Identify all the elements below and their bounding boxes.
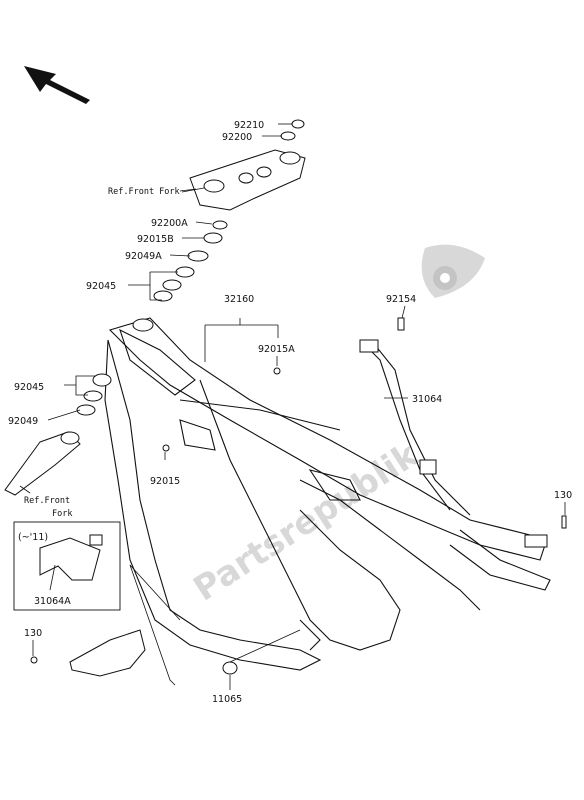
callout-130-right: 130 xyxy=(554,490,572,501)
bolts xyxy=(162,317,567,529)
leader-lines xyxy=(32,123,566,690)
callouts: 92210 92200 92200A 92015B 92049A 92045 3… xyxy=(8,120,572,705)
callout-92200: 92200 xyxy=(222,132,252,143)
direction-arrow-icon xyxy=(24,66,90,104)
callout-92049: 92049 xyxy=(8,416,38,427)
left-parts xyxy=(4,318,154,496)
callout-92015: 92015 xyxy=(150,476,180,487)
gear-icon xyxy=(421,244,485,298)
callout-92015A: 92015A xyxy=(258,344,295,355)
callout-92045-left: 92045 xyxy=(14,382,44,393)
callout-92200A: 92200A xyxy=(151,218,188,229)
upper-bracket xyxy=(153,119,306,302)
inset-box xyxy=(13,521,121,611)
callout-92045-top: 92045 xyxy=(86,281,116,292)
svg-text:Partsrepublik: Partsrepublik xyxy=(187,434,427,609)
inset-label: (~'11) xyxy=(18,532,48,543)
ref-front-fork-bottom-2: Fork xyxy=(52,509,72,519)
callout-32160: 32160 xyxy=(224,294,254,305)
callout-92154: 92154 xyxy=(386,294,416,305)
callout-31064A: 31064A xyxy=(34,596,71,607)
lower-bracket xyxy=(30,564,181,686)
plug-11065 xyxy=(222,661,238,675)
callout-92015B: 92015B xyxy=(137,234,174,245)
reference-labels: Ref.Front Fork Ref.Front Fork (~'11) xyxy=(18,187,197,543)
ref-front-fork-bottom-1: Ref.Front xyxy=(24,496,70,506)
callout-92049A: 92049A xyxy=(125,251,162,262)
main-frame xyxy=(104,317,551,671)
callout-11065: 11065 xyxy=(212,694,242,705)
callout-92210: 92210 xyxy=(234,120,264,131)
callout-130-left: 130 xyxy=(24,628,42,639)
ref-front-fork-top: Ref.Front Fork xyxy=(108,187,180,197)
callout-31064: 31064 xyxy=(412,394,442,405)
